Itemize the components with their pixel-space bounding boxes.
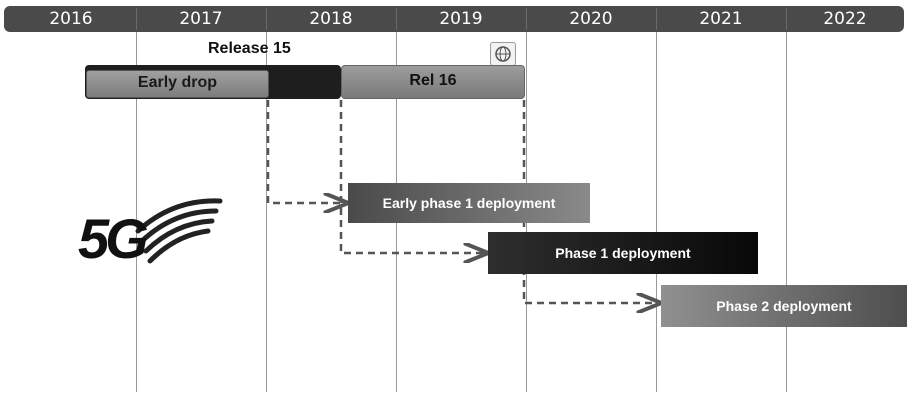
- arrow-rel16-to-phase2: [522, 100, 659, 303]
- year-separator: [526, 8, 527, 30]
- release15-title: Release 15: [208, 40, 291, 57]
- year-label-2016: 2016: [49, 9, 93, 29]
- 5g-logo-text: 5G: [78, 207, 149, 270]
- year-gridline: [656, 32, 657, 392]
- phase1-deployment-bar: [488, 232, 758, 274]
- 5g-logo: 5G: [78, 195, 223, 275]
- 5g-signal-icon: [135, 198, 223, 264]
- arrow-early-drop-to-early-phase1: [266, 100, 346, 203]
- arrow-release15-to-phase1: [339, 100, 486, 253]
- year-gridline: [786, 32, 787, 392]
- early-drop-label: Early drop: [137, 74, 218, 91]
- year-label-2019: 2019: [439, 9, 483, 29]
- year-label-2018: 2018: [309, 9, 353, 29]
- year-separator: [266, 8, 267, 30]
- rel16-label: Rel 16: [409, 72, 457, 89]
- year-gridline: [136, 32, 137, 392]
- early-drop-bar: [86, 70, 269, 98]
- rel16-bar: [341, 65, 525, 99]
- early-phase1-deployment-label: Early phase 1 deployment: [382, 195, 556, 211]
- early-phase1-deployment-bar: [348, 183, 590, 223]
- year-separator: [786, 8, 787, 30]
- year-header-bar: [4, 6, 904, 32]
- year-gridline: [266, 32, 267, 392]
- year-label-2020: 2020: [569, 9, 613, 29]
- year-separator: [656, 8, 657, 30]
- year-separator: [136, 8, 137, 30]
- phase2-deployment-bar: [661, 285, 907, 327]
- year-label-2021: 2021: [699, 9, 743, 29]
- year-label-2017: 2017: [179, 9, 223, 29]
- phase2-deployment-label: Phase 2 deployment: [716, 298, 852, 314]
- year-label-2022: 2022: [823, 9, 867, 29]
- phase1-deployment-label: Phase 1 deployment: [555, 245, 691, 261]
- year-separator: [396, 8, 397, 30]
